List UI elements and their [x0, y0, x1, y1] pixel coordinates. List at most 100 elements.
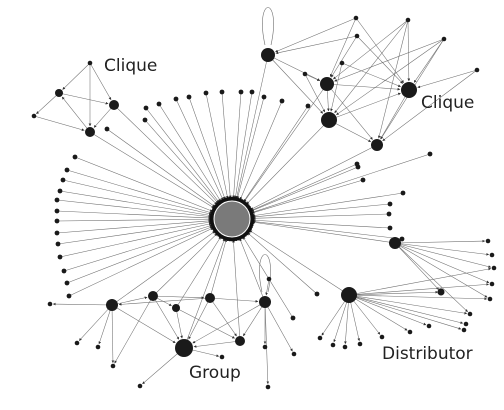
cluster-edge — [52, 302, 113, 306]
satellite-node — [317, 335, 323, 341]
cluster-edge — [209, 297, 259, 303]
cluster-node — [371, 139, 383, 151]
cluster-node — [148, 291, 158, 301]
hub-edge — [252, 221, 396, 244]
cluster-edge — [152, 295, 205, 300]
satellite-node — [489, 252, 495, 258]
cluster-edge — [348, 294, 408, 331]
hub-edge — [152, 233, 218, 297]
cluster-edge — [394, 242, 492, 268]
satellite-node — [357, 341, 363, 347]
hub-edge — [57, 220, 212, 245]
cluster-edge — [382, 69, 478, 142]
hub-edge — [251, 166, 359, 212]
cluster-edge — [394, 242, 440, 290]
cluster-edge — [36, 92, 60, 115]
cluster-edge — [348, 294, 381, 335]
hub-edge — [59, 190, 212, 217]
hub-edge — [62, 179, 212, 216]
hub-edge — [221, 91, 232, 199]
hub-edge — [250, 163, 358, 211]
cluster-edge — [336, 38, 445, 116]
peripheral-node — [60, 177, 66, 183]
cluster-node — [259, 296, 271, 308]
hub-edge — [252, 218, 391, 229]
hub-edge — [235, 54, 269, 199]
satellite-node — [265, 384, 271, 390]
hub-edge — [175, 236, 222, 309]
satellite-node — [441, 36, 447, 42]
cluster-edge — [348, 294, 488, 301]
peripheral-node — [399, 236, 405, 242]
satellite-node — [219, 354, 225, 360]
clique-label-right: Clique — [421, 93, 475, 113]
hub-edge — [232, 91, 242, 199]
cluster-edge — [334, 19, 409, 114]
hub-edge — [251, 153, 431, 213]
cluster-edge — [188, 297, 211, 340]
cluster-edge — [118, 297, 211, 306]
cluster-edge — [355, 17, 404, 83]
peripheral-node — [386, 211, 392, 217]
cluster-edge — [394, 242, 468, 312]
hub-edge — [252, 192, 404, 217]
cluster-edge — [348, 294, 464, 324]
peripheral-node — [219, 89, 225, 95]
peripheral-node — [66, 293, 72, 299]
peripheral-node — [305, 103, 311, 109]
satellite-node — [291, 351, 297, 357]
satellite-node — [262, 344, 268, 350]
cluster-edge — [321, 294, 350, 336]
cluster-edge — [394, 242, 488, 298]
satellite-node — [474, 67, 480, 73]
cluster-edge — [264, 301, 270, 385]
cluster-node — [437, 288, 445, 296]
cluster-edge — [394, 242, 490, 256]
peripheral-node — [354, 161, 360, 167]
hub-edge — [252, 203, 391, 219]
cluster-edge — [341, 62, 401, 87]
cluster-edge — [61, 96, 91, 133]
cluster-edge — [98, 304, 113, 345]
hub-node-ring — [211, 198, 253, 240]
cluster-edge — [417, 69, 478, 89]
hub-edge — [246, 119, 330, 205]
cluster-edge — [192, 301, 266, 344]
cluster-edge — [111, 304, 115, 364]
cluster-edge — [152, 295, 180, 340]
cluster-node — [235, 336, 245, 346]
satellite-node — [405, 17, 411, 23]
peripheral-node — [142, 117, 148, 123]
peripheral-node — [156, 101, 162, 107]
cluster-node — [389, 237, 401, 249]
cluster-edge — [265, 278, 270, 296]
hub-edge — [209, 238, 228, 299]
satellite-node — [95, 344, 101, 350]
cluster-edge — [62, 62, 91, 90]
peripheral-node — [203, 90, 209, 96]
peripheral-node — [54, 230, 60, 236]
cluster-node — [172, 304, 180, 312]
cluster-edge — [267, 54, 324, 114]
peripheral-node — [314, 291, 320, 297]
cluster-edge — [333, 19, 409, 80]
hub-edge — [68, 227, 214, 297]
hub-edge — [251, 179, 364, 214]
hub-edge — [239, 238, 266, 303]
peripheral-node — [238, 89, 244, 95]
hub-edge — [232, 239, 241, 342]
cluster-node — [109, 100, 119, 110]
distributor-label: Distributor — [382, 344, 473, 364]
cluster-edge — [243, 301, 266, 337]
cluster-edge — [333, 294, 350, 343]
peripheral-node — [186, 94, 192, 100]
hub-edge — [158, 103, 221, 202]
hub-node — [214, 201, 250, 237]
peripheral-node — [143, 105, 149, 111]
cluster-edge — [344, 294, 350, 345]
cluster-node — [320, 77, 334, 91]
edge-layer — [33, 7, 492, 385]
cluster-edge — [413, 38, 445, 83]
cluster-edge — [377, 19, 409, 139]
